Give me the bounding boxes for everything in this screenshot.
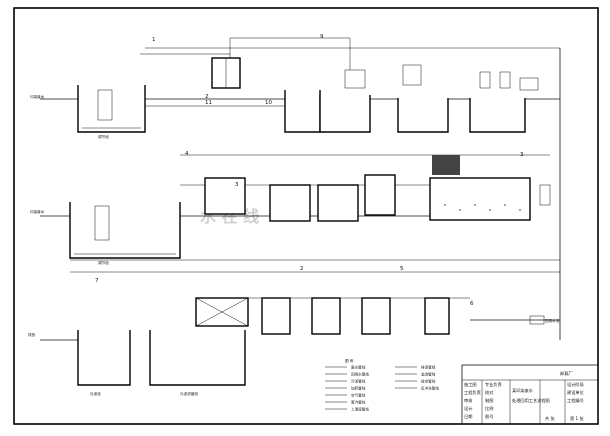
legend: 图 例 — [345, 358, 354, 363]
title-block-field: 设计阶段 — [567, 381, 585, 388]
title-block-field: 日期 — [464, 414, 472, 420]
title-block-field: 工程编号 — [567, 397, 584, 404]
title-block: 卸载厂 某印染废水 处理回用工艺流程图 共 张 第 1 张 — [461, 364, 599, 425]
outflow-label: 排放 — [28, 332, 36, 337]
clarifier-2 — [311, 297, 341, 335]
svg-text:11: 11 — [205, 100, 212, 106]
sheet-count-total: 共 张 — [545, 415, 556, 422]
top-process-line: 印染废水 调节池 — [30, 37, 561, 340]
intermediate-tank — [284, 90, 321, 133]
aeration-bubbles — [444, 204, 521, 211]
reuse-outlet-box — [529, 315, 545, 325]
legend-item: 污泥管线 — [351, 378, 366, 383]
drawing-name: 处理回用工艺流程图 — [512, 397, 550, 404]
reactor-d — [364, 174, 396, 216]
legend-item: 溢流管线 — [421, 371, 436, 376]
cooling-tower — [432, 155, 460, 175]
company-name: 卸载厂 — [560, 370, 573, 377]
legend-title: 图 例 — [345, 358, 354, 363]
legend-item: 反冲洗管线 — [421, 385, 439, 390]
project-name: 某印染废水 — [512, 387, 534, 394]
equalization-tank-2 — [69, 202, 181, 259]
sludge-thickener — [149, 330, 246, 386]
bottom-process-line: 排放 污泥池 污泥浓缩池 回用水池 — [28, 297, 560, 396]
reactor-a — [204, 177, 246, 215]
tank-label-1: 调节池 — [98, 134, 109, 139]
inflow-label-2: 印染废水 — [30, 209, 45, 214]
title-block-field: 工程负责 — [464, 389, 481, 396]
clarifier-1 — [261, 297, 291, 335]
reactor-c — [317, 184, 359, 222]
inflow-label-1: 印染废水 — [30, 94, 45, 99]
title-block-field: 制图 — [485, 397, 493, 404]
clarifier-3 — [361, 297, 391, 335]
svg-text:5: 5 — [400, 266, 404, 272]
svg-text:6: 6 — [470, 301, 474, 307]
svg-text:1: 1 — [152, 37, 156, 43]
pump-unit-3 — [499, 71, 511, 89]
pump-unit-4 — [519, 77, 539, 91]
svg-text:7: 7 — [95, 278, 99, 284]
title-block-field: 建设单位 — [567, 389, 584, 396]
legend-item: 空气管线 — [351, 392, 366, 397]
title-block-field: 施工图 — [464, 381, 477, 388]
title-block-field: 专业负责 — [485, 381, 502, 388]
svg-text:10: 10 — [265, 100, 272, 106]
reuse-tank — [397, 98, 449, 133]
legend-item: 加药管线 — [351, 385, 366, 390]
svg-text:3: 3 — [235, 182, 239, 188]
svg-text:4: 4 — [185, 151, 189, 157]
pump-unit-2 — [479, 71, 491, 89]
filter-tank — [319, 95, 371, 133]
svg-text:2: 2 — [300, 266, 304, 272]
sludge-tank-label: 污泥池 — [90, 391, 101, 396]
title-block-field: 审核 — [464, 397, 473, 404]
reuse-label: 回用水池 — [545, 318, 560, 323]
pump-unit-1 — [344, 69, 366, 89]
legend-item: 回用水管线 — [351, 371, 369, 376]
title-block-field: 校对 — [485, 389, 493, 396]
clarifier-4 — [424, 297, 450, 335]
pump-unit-5 — [539, 184, 551, 206]
legend-item: 废水管线 — [351, 364, 366, 369]
svg-text:2: 2 — [205, 94, 209, 100]
sheet-frame — [13, 7, 599, 425]
title-block-field: 图号 — [485, 414, 493, 420]
svg-text:9: 9 — [320, 34, 324, 40]
equalization-tank-1 — [77, 85, 146, 133]
middle-process-line: 印染废水 调节池 — [30, 154, 560, 273]
dosing-tank — [402, 64, 422, 86]
reactor-b — [269, 184, 311, 222]
sheet-count-current: 第 1 张 — [570, 415, 585, 422]
legend-item: 蒸汽管线 — [351, 399, 366, 404]
tank-label-2: 调节池 — [98, 260, 109, 265]
title-block-field: 比例 — [485, 405, 493, 412]
line-numbers: 1 2 9 11 10 4 3 3 2 5 7 6 — [95, 34, 524, 307]
sludge-tank — [77, 330, 131, 386]
clear-water-tank — [469, 98, 526, 133]
legend-item: 放空管线 — [421, 378, 436, 383]
legend-item: 上清液管线 — [351, 406, 369, 411]
aeration-tank — [429, 177, 531, 221]
legend-item: 排泥管线 — [421, 364, 436, 369]
title-block-field: 设计 — [464, 405, 472, 412]
svg-text:3: 3 — [520, 152, 524, 158]
thickener-label: 污泥浓缩池 — [180, 391, 198, 396]
